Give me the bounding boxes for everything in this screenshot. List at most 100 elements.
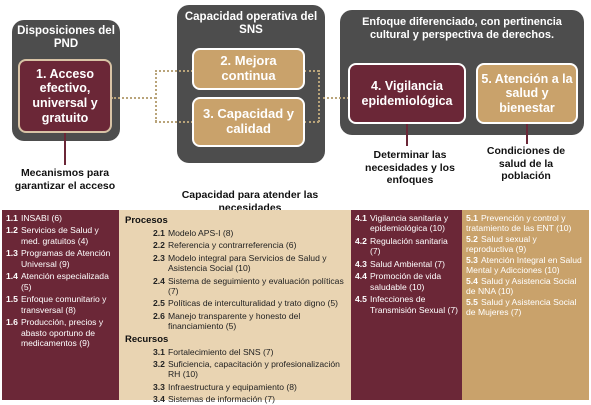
item-text: Programas de Atención Universal (9): [20, 248, 111, 269]
item-number: 4.1: [355, 213, 367, 223]
item-text: INSABI (6): [20, 213, 63, 223]
item-number: 4.2: [355, 235, 367, 246]
item-text: Enfoque comunitario y transversal (8): [20, 294, 107, 315]
item-text: Vigilancia sanitaria y epidemiológica (1…: [369, 213, 449, 234]
item-number: 5.3: [466, 254, 478, 265]
item-text: Modelo APS-I (8): [167, 227, 234, 238]
item-number: 1.6: [6, 317, 18, 328]
connector-from-2: [304, 70, 319, 72]
item-text: Referencia y contrarreferencia (6): [167, 240, 297, 251]
item-number: 3.2: [153, 359, 165, 369]
panel-enfoque-title: Enfoque diferenciado, con pertinencia cu…: [362, 16, 562, 41]
item-text: Sistemas de información (7): [167, 394, 275, 405]
item-number: 5.4: [466, 275, 478, 286]
box-capacidad: 3. Capacidad y calidad: [192, 97, 305, 147]
item-number: 2.4: [153, 275, 165, 286]
item-text: Salud y Asistencia Social de NNA (10): [466, 275, 577, 297]
item-number: 5.2: [466, 233, 478, 244]
item-text: Infecciones de Transmisión Sexual (7): [369, 294, 458, 315]
panel-pnd-title: Disposiciones del PND: [17, 25, 115, 51]
label-determinar: Determinar las necesidades y los enfoque…: [365, 149, 455, 187]
line-5: [526, 124, 528, 144]
item-number: 3.4: [153, 394, 165, 405]
item-number: 4.3: [355, 258, 367, 269]
line-1: [64, 133, 66, 165]
box-acceso: 1. Acceso efectivo, universal y gratuito: [18, 59, 112, 133]
item-number: 5.5: [466, 296, 478, 307]
item-number: 5.1: [466, 213, 478, 223]
item-text: Manejo transparente y honesto del financ…: [167, 310, 301, 332]
item-number: 1.5: [6, 294, 18, 305]
item-number: 1.4: [6, 271, 18, 282]
item-text: Atención Integral en Salud Mental y Adic…: [466, 254, 582, 276]
item-text: Servicios de Salud y med. gratuitos (4): [20, 225, 99, 246]
connector-3-4: [318, 97, 349, 99]
item-text: Sistema de seguimiento y evaluación polí…: [167, 275, 344, 296]
item-text: Producción, precios y abasto oportuno de…: [20, 317, 104, 349]
item-text: Políticas de interculturalidad y trato d…: [167, 298, 339, 309]
connector-from-3: [304, 121, 319, 123]
connector-to-2: [155, 70, 193, 72]
item-text: Salud y Asistencia Social de Mujeres (7): [466, 296, 577, 318]
item-number: 1.2: [6, 225, 18, 236]
item-number: 4.4: [355, 271, 367, 282]
label-mecanismos: Mecanismos para garantizar el acceso: [14, 167, 116, 192]
item-text: Infraestructura y equipamiento (8): [167, 381, 297, 392]
item-text: Atención especializada (5): [20, 271, 109, 292]
procesos-heading: Procesos: [125, 215, 168, 226]
line-4: [406, 124, 408, 146]
item-text: Promoción de vida saludable (10): [369, 271, 442, 292]
panel-sns-title: Capacidad operativa del SNS: [184, 11, 318, 37]
item-number: 2.5: [153, 298, 165, 309]
box-atencion: 5. Atención a la salud y bienestar: [476, 63, 578, 124]
connector-to-3: [155, 121, 193, 123]
item-number: 2.3: [153, 252, 165, 263]
item-number: 2.2: [153, 240, 165, 251]
item-text: Suficiencia, capacitación y profesionali…: [167, 359, 340, 380]
item-number: 4.5: [355, 294, 367, 305]
item-text: Modelo integral para Servicios de Salud …: [167, 252, 327, 274]
connector-1-2: [111, 97, 156, 99]
item-text: Regulación sanitaria (7): [369, 235, 448, 257]
label-condiciones: Condiciones de salud de la población: [486, 145, 566, 183]
connector-left-vertical: [155, 70, 157, 122]
item-text: Salud sexual y reproductiva (9): [466, 233, 537, 255]
item-text: Salud Ambiental (7): [369, 258, 445, 269]
item-number: 3.3: [153, 381, 165, 392]
box-vigilancia: 4. Vigilancia epidemiológica: [348, 63, 466, 124]
recursos-heading: Recursos: [125, 333, 169, 345]
item-text: Prevención y control y tratamiento de la…: [466, 213, 572, 234]
connector-right-vertical: [318, 70, 320, 122]
box-mejora: 2. Mejora continua: [192, 48, 305, 90]
item-number: 3.1: [153, 346, 165, 357]
item-number: 1.3: [6, 248, 18, 259]
item-number: 2.1: [153, 227, 165, 238]
item-number: 1.1: [6, 213, 18, 223]
